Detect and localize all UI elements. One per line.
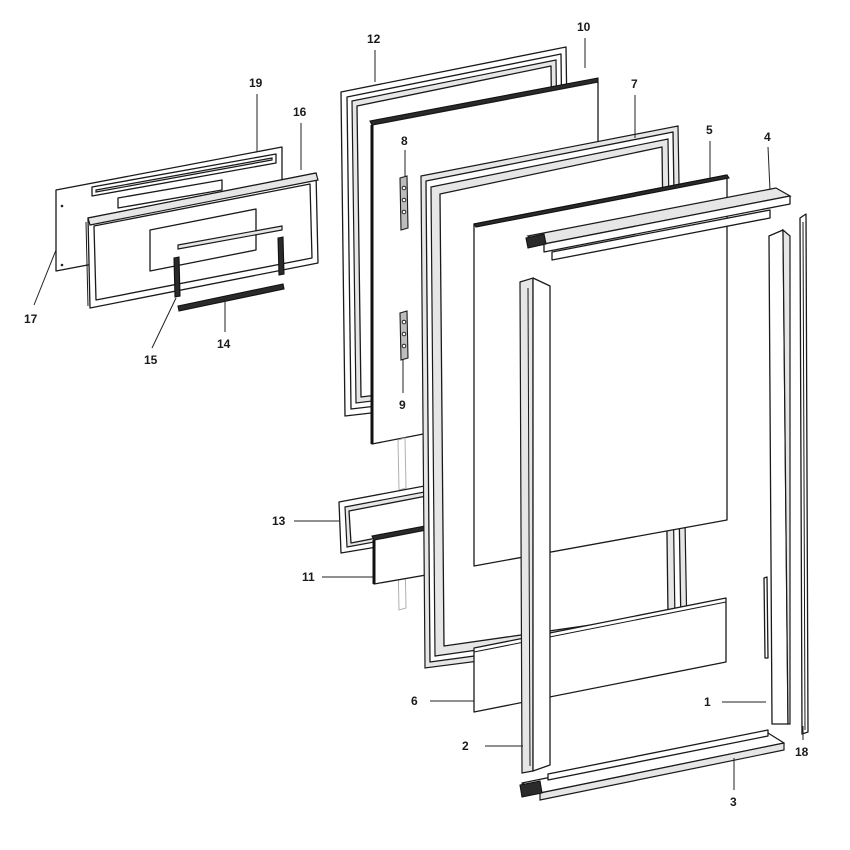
part-18-vertical-trim: [799, 213, 809, 735]
part-16-drawer-front: [85, 172, 319, 309]
part-9-hinge-bracket: [399, 310, 409, 361]
callout-1: 1: [704, 695, 711, 709]
callout-19: 19: [249, 76, 263, 90]
part-19-top-rail: [91, 153, 277, 209]
callout-4: 4: [764, 130, 771, 144]
part-14-handle-strip: [177, 283, 285, 312]
callout-6: 6: [411, 694, 418, 708]
callout-2: 2: [462, 739, 469, 753]
leader-lines: [33, 38, 804, 790]
part-8-hinge-bracket: [399, 175, 409, 231]
callout-10: 10: [577, 20, 591, 34]
callout-12: 12: [367, 32, 381, 46]
part-1-right-side-rail: [763, 228, 791, 725]
part-2-left-side-rail: [519, 277, 551, 774]
callout-14: 14: [217, 337, 231, 351]
part-3-bottom-rail: [519, 729, 785, 801]
callout-3: 3: [730, 795, 737, 809]
callout-8: 8: [401, 134, 408, 148]
callout-7: 7: [631, 77, 638, 91]
callout-11: 11: [302, 570, 315, 584]
callout-9: 9: [399, 398, 406, 412]
callout-5: 5: [706, 123, 713, 137]
callout-17: 17: [24, 312, 38, 326]
part-15-side-guide: [173, 236, 285, 298]
callout-15: 15: [144, 353, 158, 367]
part-4-top-rail: [525, 187, 792, 261]
callout-labels: 1 2 3 4 5 6 7 8 9 10 11 12 13 14 15 16 1…: [24, 20, 809, 809]
callout-18: 18: [795, 745, 809, 759]
callout-16: 16: [293, 105, 307, 119]
callout-13: 13: [272, 514, 286, 528]
